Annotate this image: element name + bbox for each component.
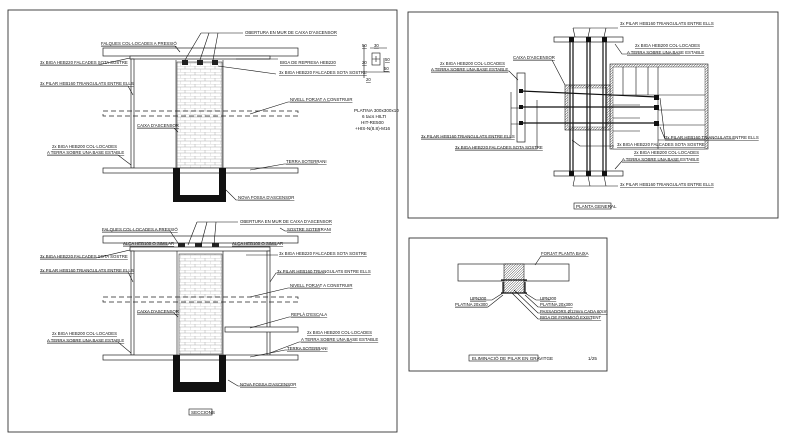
- detail-label-upn-right: UPN300: [540, 296, 557, 301]
- label-floor-level: NIVELL FORJAT A CONSTRUIR: [290, 283, 352, 288]
- label-base-beam-1: 2x BIGA HEB200 COL·LOCADES: [52, 144, 117, 149]
- plan-label-beam-left: 3x BIGA HEB220 FALCADES SOTA SOSTRE: [455, 145, 543, 150]
- label-base-right-2: A TERRA SOBRE UNA BASE ESTABLE: [301, 337, 378, 342]
- detail-label-pins: PASSADORS Ø12mm CADA 60cm: [540, 309, 608, 314]
- plan-label-base-left-2: A TERRA SOBRE UNA BASE ESTABLE: [431, 67, 508, 72]
- label-floor-level: NIVELL FORJAT A CONSTRUIR: [290, 97, 352, 102]
- label-ceiling: SOSTRE SOTERRANI: [287, 227, 331, 232]
- label-beam-right: 3x BIGA HEB220 FALCADES SOTA SOSTRE: [279, 251, 367, 256]
- label-beam-left: 3x BIGA HEB220 FALCADES SOTA SOSTRE: [40, 60, 128, 65]
- detail-label-plate-right: PLATINA 20x300: [540, 302, 573, 307]
- label-landing: REPLÀ D'ESCALA: [291, 312, 327, 317]
- detail-scale: 1/25: [588, 356, 597, 361]
- dim-label: 50: [385, 57, 390, 62]
- elevator-shaft-wall: [176, 61, 223, 169]
- dim-label: 50: [362, 43, 367, 48]
- plan-label-pillar-top: 3x PILAR HEB160 TRIANGULATS ENTRE ELLS: [620, 21, 714, 26]
- label-base-left-1: 2x BIGA HEB200 COL·LOCADES: [52, 331, 117, 336]
- label-wedges: FALQUES COL·LOCADES A PRESSIÓ: [102, 227, 178, 232]
- label-support-beam: BIGA DE REPRESA HEB220: [280, 60, 336, 65]
- label-pit: NOVA FOSSA D'ASCENSOR: [240, 382, 296, 387]
- label-beam-right: 3x BIGA HEB220 FALCADES SOTA SOSTRE: [279, 70, 367, 75]
- label-beam-left: 3x BIGA HEB220 FALCADES SOTA SOSTRE: [40, 254, 128, 259]
- label-base-left-2: A TERRA SOBRE UNA BASE ESTABLE: [47, 338, 124, 343]
- plan-label-pillar-right: 3x PILAR HEB160 TRIANGULATS ENTRE ELLS: [665, 135, 759, 140]
- plan-label-base-left-1: 2x BIGA HEB200 COL·LOCADES: [440, 61, 505, 66]
- label-pit: NOVA FOSSA D'ASCENSOR: [238, 195, 294, 200]
- dim-label: 20: [362, 60, 367, 65]
- detail-title: ELIMINACIÓ DE PILAR EN GRAVITGE: [472, 355, 553, 361]
- label-pillar-left: 3x PILAR HEB160 TRIANGULATS ENTRE ELLS: [40, 268, 134, 273]
- label-opening: OBERTURA EN MUR DE CAIXA D'ASCENSOR: [240, 219, 332, 224]
- label-shaft: CAIXA D'ASCENSOR: [137, 123, 179, 128]
- heb220-beam: [129, 246, 271, 252]
- label-base-beam-2: A TERRA SOBRE UNA BASE ESTABLE: [47, 150, 124, 155]
- label-opening: OBERTURA EN MUR DE CAIXA D'ASCENSOR: [245, 30, 337, 35]
- plan-label-base-bottom-2: A TERRA SOBRE UNA BASE ESTABLE: [622, 157, 699, 162]
- section-top: OBERTURA EN MUR DE CAIXA D'ASCENSOR FALQ…: [40, 30, 399, 202]
- detail-frame: [408, 237, 608, 372]
- label-base-right-1: 2x BIGA HEB200 COL·LOCADES: [307, 330, 372, 335]
- dim-label: 20: [366, 77, 371, 82]
- stair-landing: [224, 326, 299, 333]
- floor-to-build: [102, 110, 299, 117]
- plan-label-base-top-2: A TERRA SOBRE UNA BASE ESTABLE: [627, 50, 704, 55]
- heb160-pillar-right: [266, 250, 271, 356]
- elevator-pit: [173, 355, 226, 392]
- detail-label-beam: BIGA DE FORMIGÓ EXISTENT: [540, 315, 601, 320]
- basement-ground: [102, 167, 299, 174]
- label-pillar-right: 3x PILAR HEB160 TRIANGULATS ENTRE ELLS: [277, 269, 371, 274]
- heb220-beam: [129, 55, 271, 60]
- dim-label: 50: [384, 66, 389, 71]
- plan-frame: [407, 11, 779, 219]
- dim-label: 30: [374, 43, 379, 48]
- sections-title: SECCIONS: [191, 410, 215, 415]
- label-ground: TERRA SOTERRANI: [287, 346, 328, 351]
- detail-label-upn-left: UPN300: [470, 296, 487, 301]
- plan-view: 3x PILAR HEB160 TRIANGULATS ENTRE ELLS 2…: [421, 21, 759, 210]
- detail-label-plate-left: PLATINA 20x300: [455, 302, 488, 307]
- label-lift-right: ALÇA HEB100 O SIMILAR: [232, 241, 283, 246]
- label-shaft: CAIXA D'ASCENSOR: [137, 309, 179, 314]
- heb160-pillar-left: [130, 250, 135, 356]
- ceiling-slab: [102, 47, 299, 57]
- heb160-pillar: [130, 58, 135, 169]
- plan-label-pillar-bottom: 3x PILAR HEB160 TRIANGULATS ENTRE ELLS: [620, 182, 714, 187]
- anchor-spec: 6 tacs HILTI: [362, 114, 386, 119]
- label-wedges: FALQUES COL·LOCADES A PRESSIÓ: [101, 41, 177, 46]
- detail-label-slab: FORJAT PLANTA BAIXA: [541, 251, 589, 256]
- bolt-spec: +HIS-N(8.8)-M16: [355, 126, 391, 131]
- resin-spec: HIT-RE500: [361, 120, 384, 125]
- elevator-shaft-wall: [178, 253, 223, 355]
- floor-to-build: [102, 296, 299, 303]
- anchor-plate-detail: 50 30 50 20 50 20 PLATINA 300x300x10 6 t…: [354, 43, 399, 131]
- sections-frame: [7, 9, 398, 433]
- detail-view: FORJAT PLANTA BAIXA UPN300 PLATINA 20x30…: [455, 251, 608, 362]
- plate-spec: PLATINA 300x300x10: [354, 108, 399, 113]
- plan-label-base-top-1: 2x BIGA HEB200 COL·LOCADES: [635, 43, 700, 48]
- label-lift-left: ALÇA HEB100 O SIMILAR: [123, 241, 174, 246]
- plan-title: PLANTA GENERAL: [576, 204, 617, 209]
- section-bottom: OBERTURA EN MUR DE CAIXA D'ASCENSOR SOST…: [40, 219, 378, 416]
- label-pillar-left: 3x PILAR HEB160 TRIANGULATS ENTRE ELLS: [40, 81, 134, 86]
- plan-label-shaft: CAIXA D'ASCENSOR: [513, 55, 555, 60]
- label-ground: TERRA SOTERRANI: [286, 159, 327, 164]
- plan-label-beam-right: 3x BIGA HEB220 FALCADES SOTA SOSTRE: [617, 142, 705, 147]
- concrete-beam: [503, 263, 525, 294]
- plan-label-base-bottom-1: 2x BIGA HEB200 COL·LOCADES: [634, 150, 699, 155]
- elevator-pit: [173, 168, 226, 202]
- plan-label-pillar-left: 3x PILAR HEB160 TRIANGULATS ENTRE ELLS: [421, 134, 515, 139]
- basement-ground: [102, 354, 299, 361]
